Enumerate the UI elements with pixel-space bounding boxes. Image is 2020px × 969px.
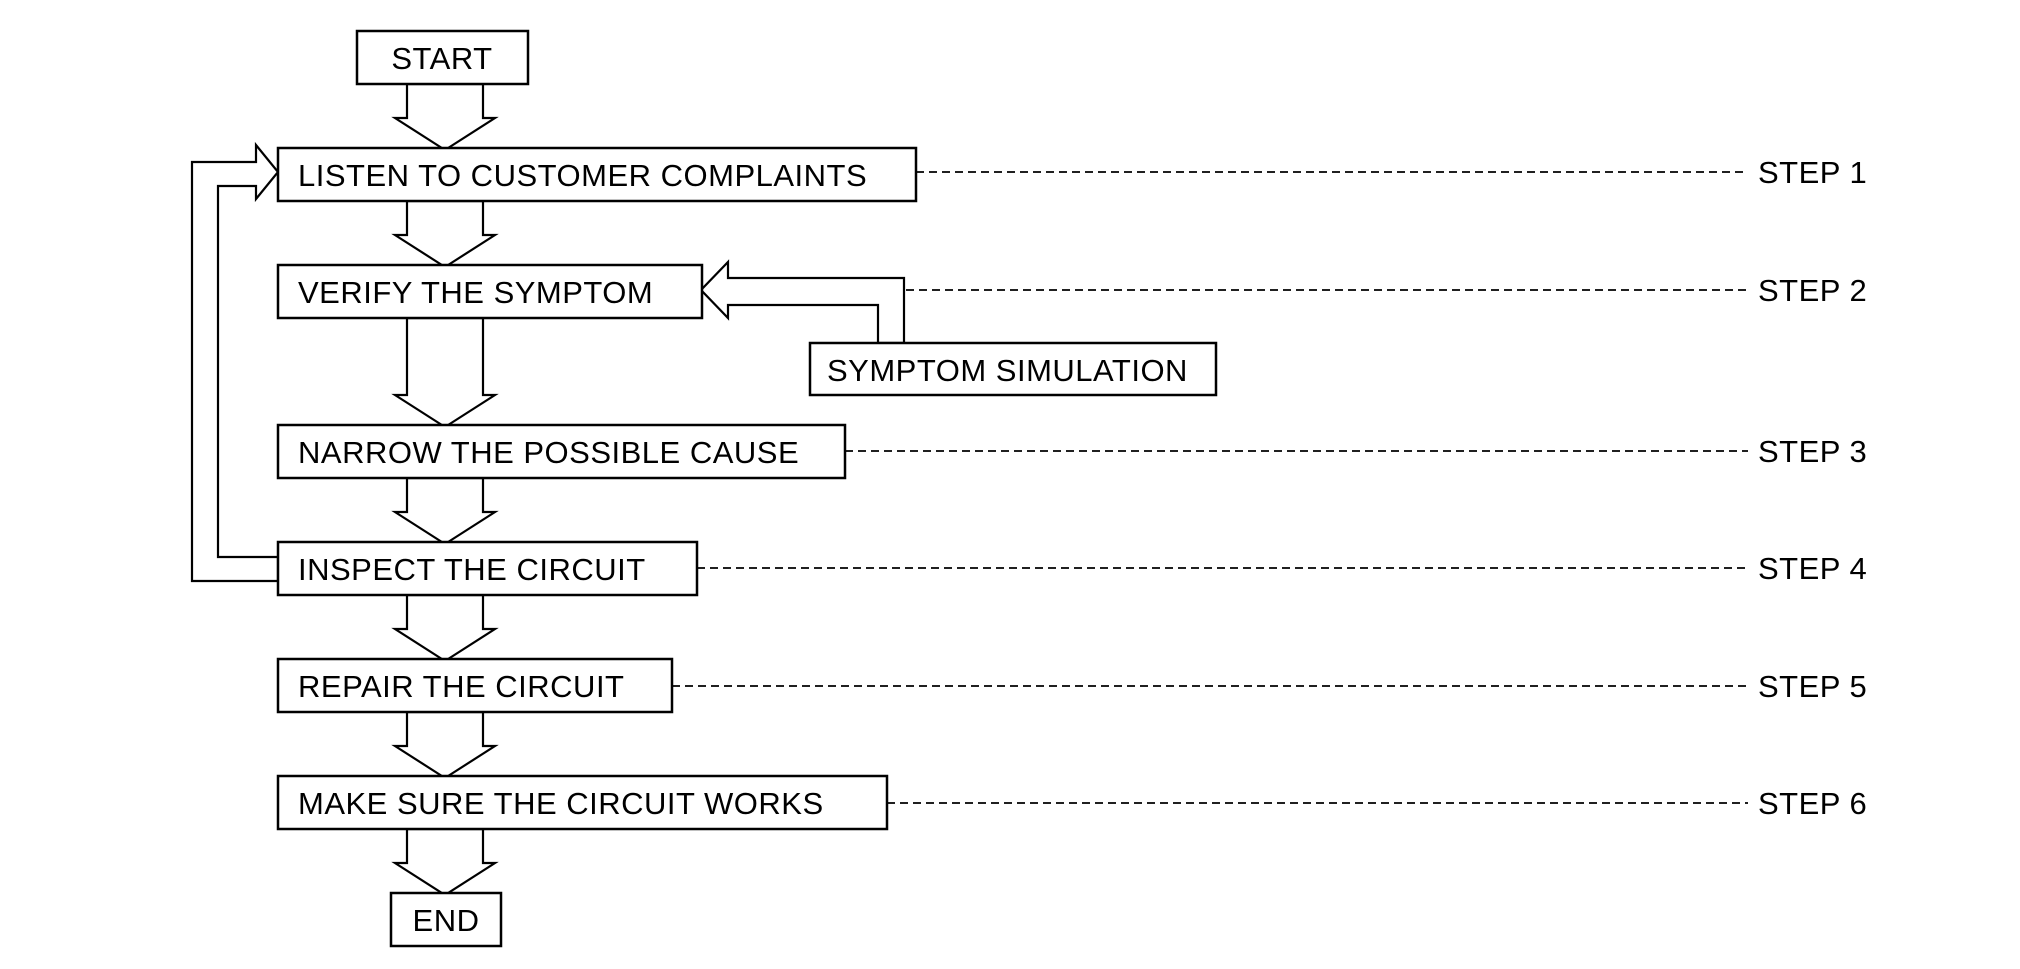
arrow-step1-to-step2 <box>391 199 499 269</box>
step1-label: STEP 1 <box>1758 155 1867 190</box>
symptom-simulation-node: SYMPTOM SIMULATION <box>808 341 1218 397</box>
arrow-step3-to-step4 <box>391 476 499 546</box>
step4-label: STEP 4 <box>1758 551 1867 586</box>
leader-lines <box>672 171 1748 804</box>
step2-node: VERIFY THE SYMPTOM <box>276 263 704 320</box>
step5-box-text: REPAIR THE CIRCUIT <box>298 669 625 704</box>
step6-node: MAKE SURE THE CIRCUIT WORKS <box>276 774 889 831</box>
start-node: START <box>355 29 530 86</box>
step-labels: STEP 1 STEP 2 STEP 3 STEP 4 STEP 5 STEP … <box>1758 155 1867 821</box>
step1-box-text: LISTEN TO CUSTOMER COMPLAINTS <box>298 158 867 193</box>
arrow-step4-to-step5 <box>391 593 499 663</box>
step5-node: REPAIR THE CIRCUIT <box>276 657 674 714</box>
step4-node: INSPECT THE CIRCUIT <box>276 540 699 597</box>
simulation-arrow-to-step2 <box>699 259 906 345</box>
arrow-step5-to-step6 <box>391 710 499 780</box>
step4-box-text: INSPECT THE CIRCUIT <box>298 552 646 587</box>
step2-label: STEP 2 <box>1758 273 1867 308</box>
end-label: END <box>413 903 480 938</box>
start-label: START <box>391 41 492 76</box>
arrow-start-to-step1 <box>391 82 499 152</box>
step6-box-text: MAKE SURE THE CIRCUIT WORKS <box>298 786 824 821</box>
arrow-step6-to-end <box>391 827 499 897</box>
symptom-simulation-text: SYMPTOM SIMULATION <box>827 353 1188 388</box>
step2-box-text: VERIFY THE SYMPTOM <box>298 275 653 310</box>
step3-box-text: NARROW THE POSSIBLE CAUSE <box>298 435 799 470</box>
arrow-step2-to-step3 <box>391 316 499 429</box>
flow-arrows <box>391 82 499 897</box>
step1-node: LISTEN TO CUSTOMER COMPLAINTS <box>276 146 918 203</box>
step3-label: STEP 3 <box>1758 434 1867 469</box>
step5-label: STEP 5 <box>1758 669 1867 704</box>
step6-label: STEP 6 <box>1758 786 1867 821</box>
end-node: END <box>389 891 503 948</box>
step3-node: NARROW THE POSSIBLE CAUSE <box>276 423 847 480</box>
feedback-arrow-step4-to-step1 <box>190 141 280 583</box>
